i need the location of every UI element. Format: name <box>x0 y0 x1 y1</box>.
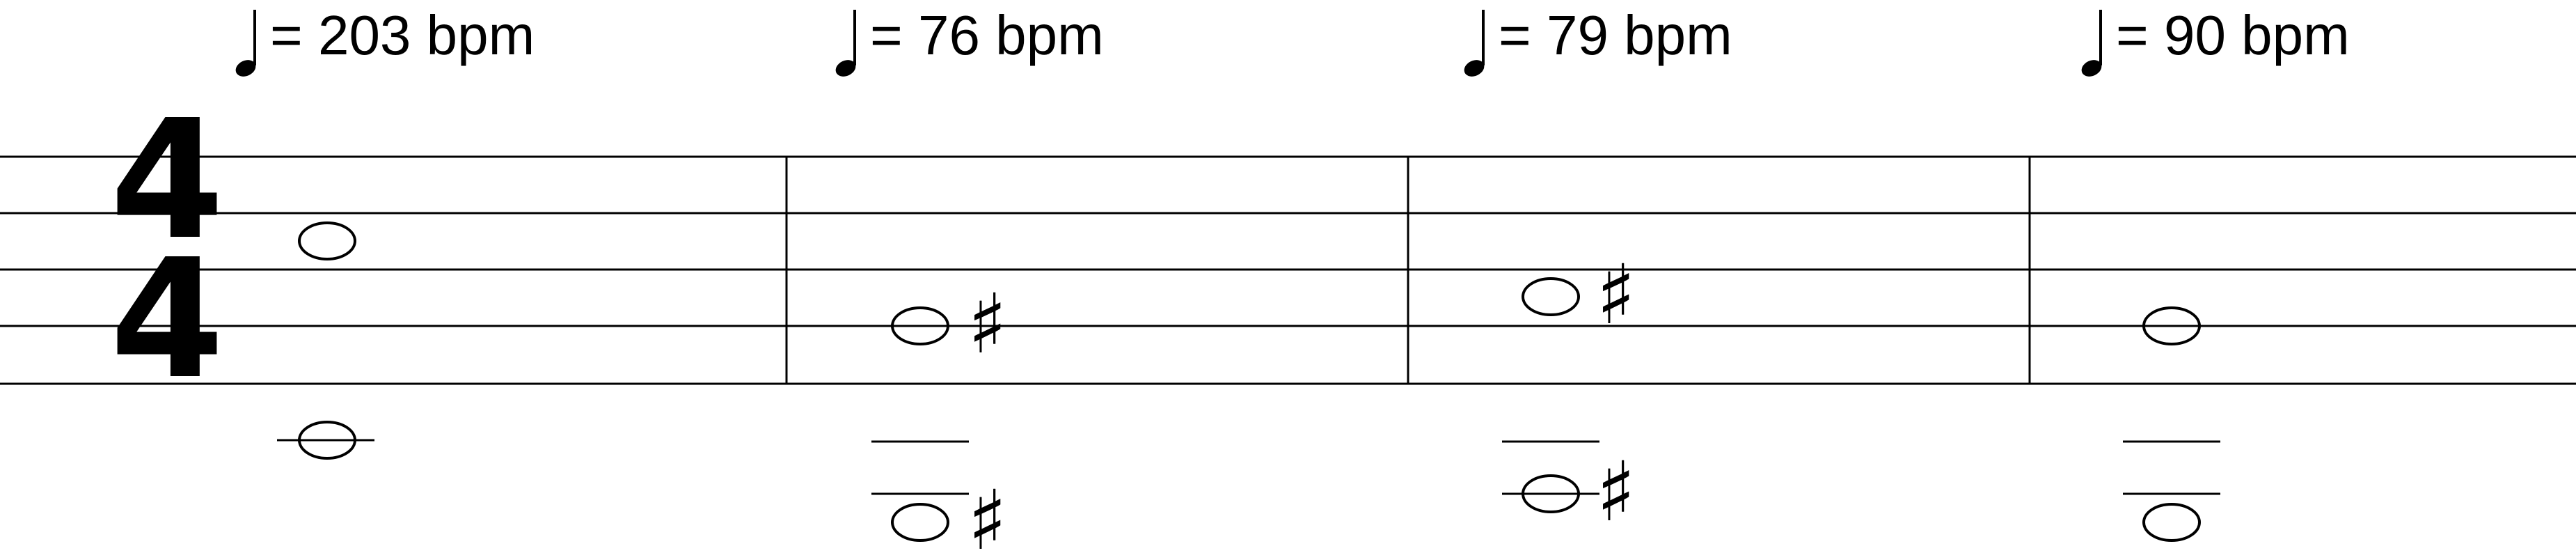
sharp-accidental: ♯ <box>1596 247 1636 343</box>
whole-note <box>2142 306 2201 345</box>
barlines <box>785 157 2031 384</box>
tempo-text: = 90 bpm <box>2116 4 2350 66</box>
tempo-marking: = 76 bpm <box>835 4 1104 77</box>
tempo-marking: = 90 bpm <box>2081 4 2350 77</box>
time-signature-bottom: 4 <box>110 224 224 415</box>
tempo-text: = 203 bpm <box>270 4 535 66</box>
tempo-marking: = 203 bpm <box>235 4 535 77</box>
tempo-marking: = 79 bpm <box>1464 4 1732 77</box>
whole-note <box>2123 440 2220 542</box>
whole-note <box>277 421 374 460</box>
sharp-accidental: ♯ <box>967 472 1007 553</box>
quarter-note-icon <box>1464 10 1485 77</box>
whole-note: ♯ <box>871 440 1007 553</box>
time-signature-top: 4 <box>110 84 224 276</box>
whole-note: ♯ <box>1522 247 1636 343</box>
quarter-note-icon <box>835 10 856 77</box>
measure-3: = 79 bpm ♯ ♯ <box>1464 4 1732 540</box>
whole-note <box>298 221 356 260</box>
time-signature: 4 4 <box>110 84 224 415</box>
whole-note: ♯ <box>891 276 1007 372</box>
whole-note: ♯ <box>1502 440 1636 540</box>
quarter-note-icon <box>235 10 256 77</box>
tempo-text: = 76 bpm <box>870 4 1104 66</box>
sharp-accidental: ♯ <box>967 276 1007 372</box>
measure-1: = 203 bpm <box>235 4 535 460</box>
sharp-accidental: ♯ <box>1596 444 1636 540</box>
measure-2: = 76 bpm ♯ ♯ <box>835 4 1104 553</box>
quarter-note-icon <box>2081 10 2102 77</box>
measure-4: = 90 bpm <box>2081 4 2350 542</box>
staff <box>0 155 2576 385</box>
tempo-text: = 79 bpm <box>1499 4 1732 66</box>
